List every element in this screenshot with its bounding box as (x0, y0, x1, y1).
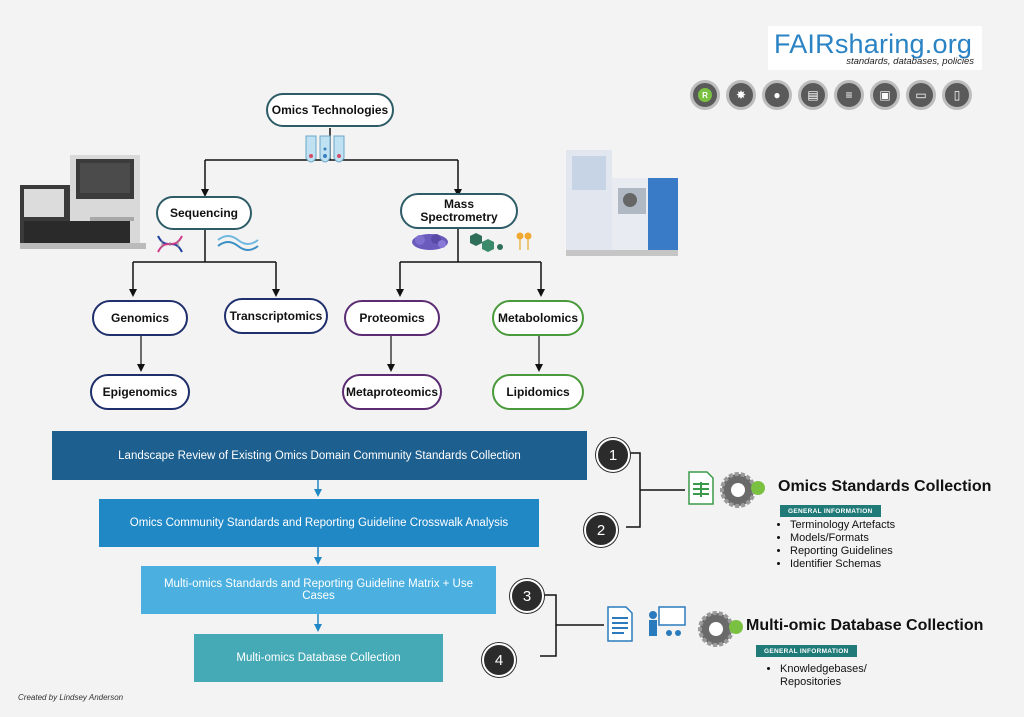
node-sequencing: Sequencing (156, 196, 252, 230)
node-epigenomics: Epigenomics (90, 374, 190, 410)
list-item-line2: Repositories (780, 676, 842, 688)
standards-collection-title: Omics Standards Collection (778, 478, 992, 495)
step-number-4: 4 (482, 643, 516, 677)
db-gear-icon: ≡ (834, 80, 864, 110)
step-matrix-use-cases: Multi-omics Standards and Reporting Guid… (141, 566, 496, 614)
tree-connector-sequencing (129, 230, 280, 297)
logo-fair: FAIR (774, 29, 835, 59)
metabolite-icon (470, 233, 503, 252)
doc-gear-icon: ▤ (798, 80, 828, 110)
node-omics-technologies: Omics Technologies (266, 93, 394, 127)
spreadsheet-icon (688, 471, 714, 505)
presenter-icon (649, 606, 686, 636)
database-collection-title: Multi-omic Database Collection (746, 617, 984, 634)
node-transcriptomics: Transcriptomics (224, 298, 328, 334)
step-landscape-review: Landscape Review of Existing Omics Domai… (52, 431, 587, 480)
database-gear-icon (698, 611, 743, 647)
user-icon: ● (762, 80, 792, 110)
node-proteomics: Proteomics (344, 300, 440, 336)
collection-brackets (540, 452, 685, 657)
list-item: Reporting Guidelines (790, 545, 895, 558)
step-number-2: 2 (584, 513, 618, 547)
list-item: Terminology Artefacts (790, 519, 895, 532)
standards-general-info-tag: GENERAL INFORMATION (780, 505, 881, 517)
test-tubes-icon (305, 135, 345, 163)
collection-gear-icon (720, 472, 765, 508)
seal-icon: ✸ (726, 80, 756, 110)
tree-connector-root (201, 128, 462, 197)
logo-tagline: standards, databases, policies (846, 56, 974, 67)
list-item: Models/Formats (790, 532, 895, 545)
fairsharing-logo: FAIRsharing.org standards, databases, po… (768, 26, 982, 70)
tree-connector-massspec (396, 228, 545, 297)
node-mass-spectrometry: Mass Spectrometry (400, 193, 518, 229)
list-item: Knowledgebases/ Repositories (780, 663, 867, 689)
doc-check-icon: ▣ (870, 80, 900, 110)
document-icon (607, 606, 633, 642)
list-item: Identifier Schemas (790, 558, 895, 571)
mass-spectrometer-illustration (566, 150, 678, 256)
database-items-list: Knowledgebases/ Repositories (766, 663, 867, 689)
sequencer-illustration (20, 155, 146, 249)
logo-org: .org (924, 29, 973, 59)
dna-helix-icon (157, 235, 183, 253)
id-icon: ▯ (942, 80, 972, 110)
step-database-collection: Multi-omics Database Collection (194, 634, 443, 682)
rna-strand-icon (217, 235, 259, 251)
logo-sharing: sharing (834, 29, 925, 59)
standards-items-list: Terminology Artefacts Models/Formats Rep… (776, 519, 895, 571)
tree-connector-leaves (137, 336, 543, 372)
node-mass-line1: Mass (443, 197, 475, 211)
lipid-icon (516, 232, 532, 250)
code-monitor-icon: ▭ (906, 80, 936, 110)
r-badge-icon: R (690, 80, 720, 110)
node-lipidomics: Lipidomics (492, 374, 584, 410)
node-metabolomics: Metabolomics (492, 300, 584, 336)
node-metaproteomics: Metaproteomics (342, 374, 442, 410)
list-item-line1: Knowledgebases/ (780, 663, 867, 675)
node-mass-line2: Spectrometry (420, 210, 498, 224)
step-number-1: 1 (596, 438, 630, 472)
protein-icon (412, 234, 448, 250)
badge-row: R ✸ ● ▤ ≡ ▣ ▭ ▯ (690, 80, 972, 110)
database-general-info-tag: GENERAL INFORMATION (756, 645, 857, 657)
step-number-3: 3 (510, 579, 544, 613)
node-genomics: Genomics (92, 300, 188, 336)
step-crosswalk-analysis: Omics Community Standards and Reporting … (99, 499, 539, 547)
credit-text: Created by Lindsey Anderson (18, 693, 124, 702)
